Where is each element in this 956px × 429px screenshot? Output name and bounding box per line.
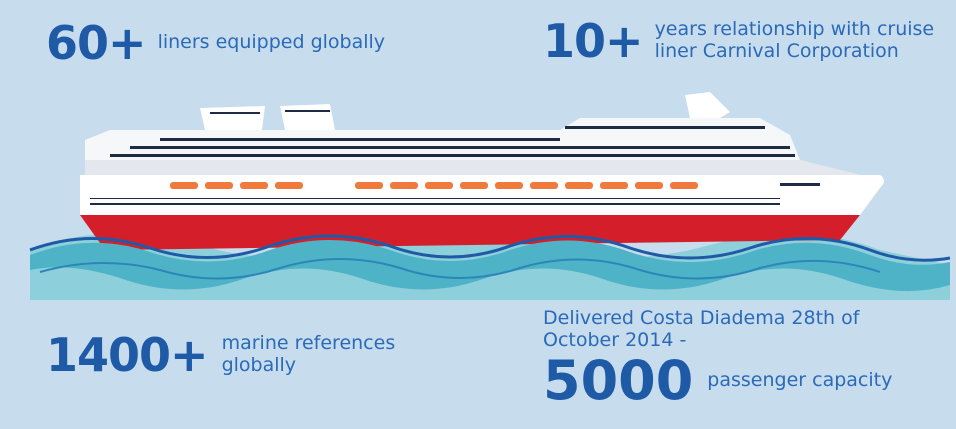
stat-liners-text: liners equipped globally xyxy=(157,31,386,54)
hull-white xyxy=(80,175,884,215)
wave-line xyxy=(29,234,951,262)
stat-delivered-line2: October 2014 - xyxy=(543,328,687,351)
stat-relationship-line1: years relationship with cruise xyxy=(654,18,935,41)
lifeboats xyxy=(170,182,698,189)
stat-delivered-number: 5000 xyxy=(543,348,694,412)
funnel-1 xyxy=(200,106,265,130)
stat-delivered-text: passenger capacity xyxy=(707,368,893,391)
stat-delivered: Delivered Costa Diadema 28th of October … xyxy=(543,307,893,412)
stat-references-text: marine references globally xyxy=(221,332,396,377)
superstructure-shade xyxy=(85,160,860,175)
hull-red xyxy=(80,215,860,250)
mast xyxy=(685,92,730,118)
windows xyxy=(90,183,820,205)
stat-relationship: 10+ years relationship with cruise liner… xyxy=(543,18,934,64)
stat-liners-number: 60+ xyxy=(46,16,147,70)
stat-relationship-text: years relationship with cruise liner Car… xyxy=(654,18,935,63)
stat-references: 1400+ marine references globally xyxy=(46,332,395,378)
deck-stripes xyxy=(110,110,795,157)
waves-front xyxy=(30,240,950,292)
funnel-2 xyxy=(280,104,335,130)
stat-delivered-line1: Delivered Costa Diadema 28th of xyxy=(543,307,860,329)
stat-references-line2: globally xyxy=(221,354,297,376)
stat-liners: 60+ liners equipped globally xyxy=(46,20,385,66)
stat-relationship-line2: liner Carnival Corporation xyxy=(654,40,899,62)
stat-references-number: 1400+ xyxy=(46,328,209,382)
wave-line-2 xyxy=(39,258,881,280)
stat-relationship-number: 10+ xyxy=(543,14,644,68)
stat-references-line1: marine references xyxy=(221,332,396,355)
stat-delivered-capacity: 5000 passenger capacity xyxy=(543,348,893,412)
